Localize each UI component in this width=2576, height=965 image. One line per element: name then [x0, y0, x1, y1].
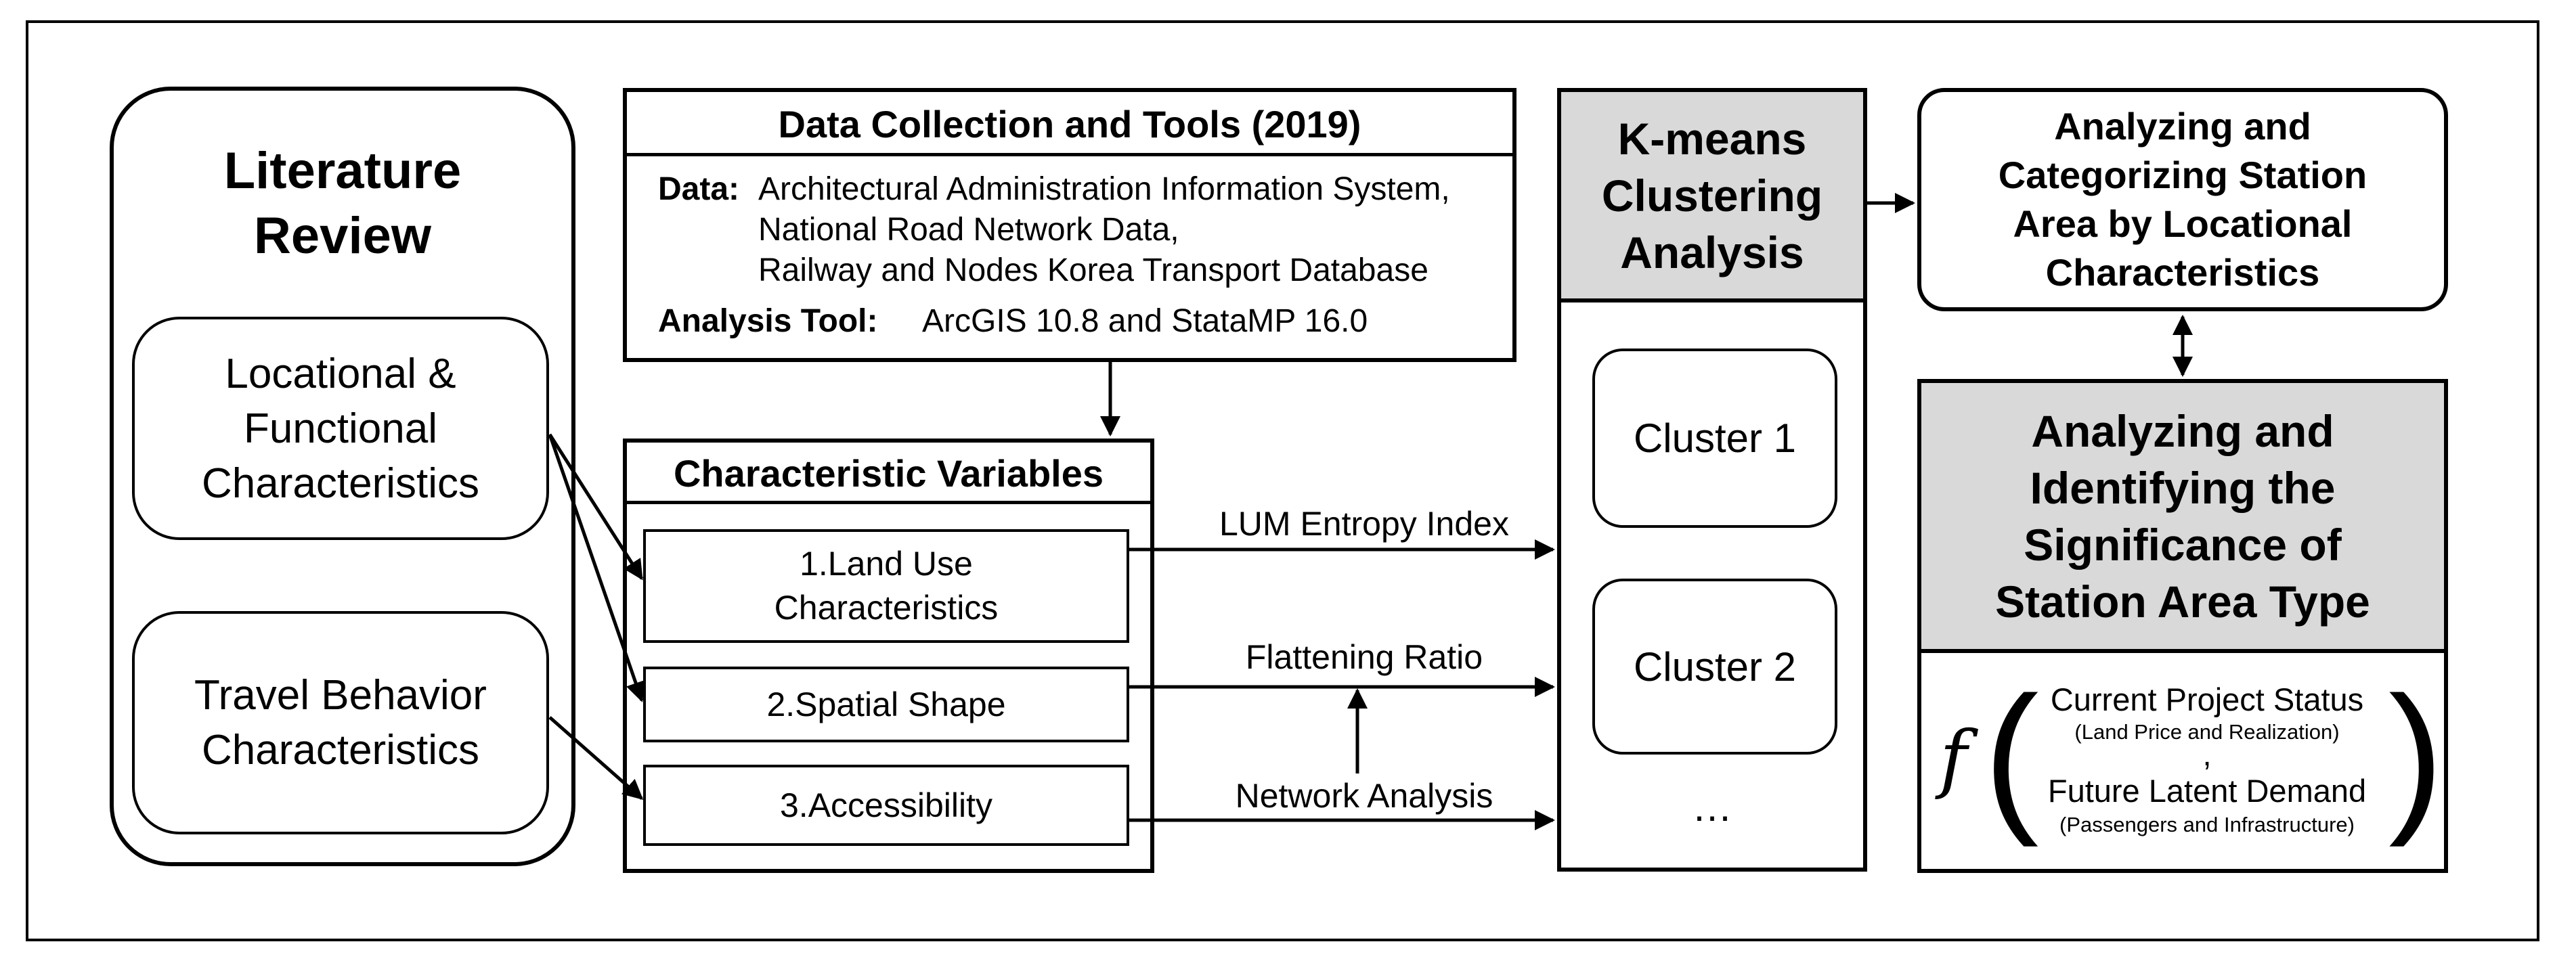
- locational-functional-node: Locational & Functional Characteristics: [132, 317, 549, 540]
- kmeans-title: K-means Clustering Analysis: [1601, 113, 1823, 277]
- network-analysis-label: Network Analysis: [1235, 777, 1493, 815]
- analysis-tool-value: ArcGIS 10.8 and StataMP 16.0: [922, 303, 1368, 339]
- flattening-ratio-label: Flattening Ratio: [1245, 638, 1483, 676]
- cluster-2-node: Cluster 2: [1592, 579, 1837, 755]
- future-latent-demand: Future Latent Demand: [2047, 773, 2367, 809]
- current-project-status: Current Project Status: [2050, 681, 2364, 717]
- right-paren: ): [2388, 662, 2444, 847]
- analysis-tool-label: Analysis Tool:: [658, 303, 878, 339]
- lum-entropy-label: LUM Entropy Index: [1219, 505, 1509, 543]
- cluster-ellipsis: …: [1692, 784, 1732, 830]
- current-project-status-sub: (Land Price and Realization): [2074, 720, 2340, 744]
- data-label: Data:: [658, 171, 740, 207]
- cluster-1-node: Cluster 1: [1592, 349, 1837, 528]
- variables-divider: [623, 501, 1154, 504]
- future-latent-demand-sub: (Passengers and Infrastructure): [2059, 813, 2355, 836]
- significance-title: Analyzing and Identifying the Significan…: [1995, 405, 2370, 627]
- travel-behavior-node: Travel Behavior Characteristics: [132, 611, 549, 834]
- kmeans-header: K-means Clustering Analysis: [1561, 92, 1863, 298]
- arrow-locational-to-spatial: [548, 434, 646, 702]
- function-comma: ,: [2202, 736, 2212, 772]
- characteristic-variables-title: Characteristic Variables: [673, 452, 1104, 495]
- spatial-shape-node: 2.Spatial Shape: [643, 667, 1129, 742]
- arrow-locational-to-landuse: [548, 433, 644, 581]
- accessibility-node: 3.Accessibility: [643, 765, 1129, 846]
- data-collection-box: [623, 88, 1516, 362]
- land-use-node: 1.Land Use Characteristics: [643, 529, 1129, 643]
- arrow-travel-to-accessibility: [548, 716, 644, 800]
- kmeans-divider: [1557, 298, 1867, 302]
- literature-review-title: Literature Review: [223, 142, 462, 265]
- data-collection-divider: [623, 153, 1516, 156]
- data-sources: Architectural Administration Information…: [758, 171, 1450, 288]
- categorizing-box: Analyzing and Categorizing Station Area …: [1917, 88, 2448, 311]
- data-collection-title: Data Collection and Tools (2019): [778, 103, 1361, 145]
- categorizing-title: Analyzing and Categorizing Station Area …: [1998, 105, 2367, 294]
- function-symbol: f: [1940, 715, 1967, 801]
- figure-frame: [26, 20, 2539, 941]
- significance-header: Analyzing and Identifying the Significan…: [1921, 383, 2444, 649]
- significance-divider: [1917, 649, 2448, 653]
- left-paren: (: [1984, 662, 2039, 847]
